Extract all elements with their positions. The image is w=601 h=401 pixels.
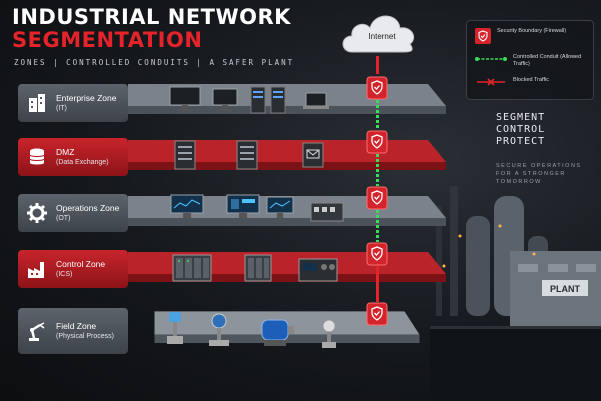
zone-dmz: DMZ (Data Exchange) xyxy=(18,138,128,176)
legend-label: Blocked Traffic xyxy=(513,77,549,83)
zone-sub: (Physical Process) xyxy=(56,332,114,340)
tagline-line: SEGMENT xyxy=(496,112,546,123)
zone-sub: (ICS) xyxy=(56,270,73,278)
zone-name: Control Zone xyxy=(56,258,106,269)
firewall-shield-icon xyxy=(366,302,388,326)
allowed-conduit-line xyxy=(376,210,379,242)
zone-enterprise: Enterprise Zone (IT) xyxy=(18,84,128,122)
pressure-sensor-icon xyxy=(322,319,336,348)
mail-server-icon xyxy=(302,142,324,168)
legend-item-blocked: Blocked Traffic xyxy=(475,77,585,87)
subtitle: ZONES | CONTROLLED CONDUITS | A SAFER PL… xyxy=(14,58,295,67)
zone-operations: Operations Zone (OT) xyxy=(18,194,128,232)
monitor-icon xyxy=(169,86,201,111)
robot-arm-icon xyxy=(29,322,45,341)
server-icon xyxy=(250,86,266,114)
factory-icon xyxy=(28,262,44,278)
monitor-icon xyxy=(212,88,238,111)
legend-label: Controlled Conduit (Allowed Traffic) xyxy=(513,54,582,67)
legend-item-conduit: Controlled Conduit (Allowed Traffic) xyxy=(475,54,585,68)
zone-sub: (Data Exchange) xyxy=(56,158,109,166)
internet-label: Internet xyxy=(368,32,396,41)
zone-sub: (OT) xyxy=(56,214,71,222)
red-blocked-icon xyxy=(477,78,505,86)
shield-icon xyxy=(475,28,491,44)
valve-icon xyxy=(167,312,183,344)
hmi-monitor-icon xyxy=(226,194,260,218)
tagline-line: CONTROL xyxy=(496,124,546,135)
allowed-conduit-line xyxy=(376,154,379,186)
zone-name: Enterprise Zone xyxy=(56,92,117,103)
allowed-conduit-line xyxy=(376,100,379,130)
database-icon xyxy=(29,148,45,165)
tagline-line: PROTECT xyxy=(496,136,546,147)
blocked-conduit-line xyxy=(376,266,379,302)
zone-name: DMZ xyxy=(56,146,75,157)
zone-sub: (IT) xyxy=(56,104,67,112)
tagline-sub: SECURE OPERATIONS FOR A STRONGER TOMORRO… xyxy=(496,163,582,185)
title-line-1: INDUSTRIAL NETWORK xyxy=(12,5,291,29)
laptop-icon xyxy=(303,92,329,109)
building-icon xyxy=(29,94,45,112)
zone-control: Control Zone (ICS) xyxy=(18,250,128,288)
firewall-shield-icon xyxy=(366,242,388,266)
green-conduit-icon xyxy=(475,57,507,61)
server-icon xyxy=(174,140,196,170)
legend: Security Boundary (Firewall) Controlled … xyxy=(466,20,594,100)
zone-name: Field Zone xyxy=(56,320,97,331)
pump-motor-icon xyxy=(261,319,294,346)
server-icon xyxy=(270,86,286,114)
flow-meter-icon xyxy=(209,313,229,346)
firewall-shield-icon xyxy=(366,130,388,154)
controller-unit-icon xyxy=(310,202,344,222)
plc-rack-icon xyxy=(244,254,272,282)
legend-label: Security Boundary (Firewall) xyxy=(497,28,567,34)
plant-sign: PLANT xyxy=(550,284,580,294)
legend-item-firewall: Security Boundary (Firewall) xyxy=(475,28,569,44)
server-icon xyxy=(236,140,258,170)
controller-unit-icon xyxy=(298,258,338,282)
hmi-monitor-icon xyxy=(170,194,204,218)
firewall-shield-icon xyxy=(366,76,388,100)
zone-field: Field Zone (Physical Process) xyxy=(18,308,128,354)
blocked-conduit-line xyxy=(376,56,379,74)
tagline-main: SEGMENT CONTROL PROTECT xyxy=(496,112,545,148)
hmi-monitor-icon xyxy=(266,196,294,218)
zone-name: Operations Zone xyxy=(56,202,120,213)
cloud-icon xyxy=(342,15,415,53)
page-title: INDUSTRIAL NETWORK SEGMENTATION xyxy=(12,6,291,52)
title-line-2: SEGMENTATION xyxy=(12,28,203,52)
gear-icon xyxy=(27,203,47,223)
plant-illustration: PLANT xyxy=(430,186,601,401)
plc-rack-icon xyxy=(172,254,212,282)
firewall-shield-icon xyxy=(366,186,388,210)
